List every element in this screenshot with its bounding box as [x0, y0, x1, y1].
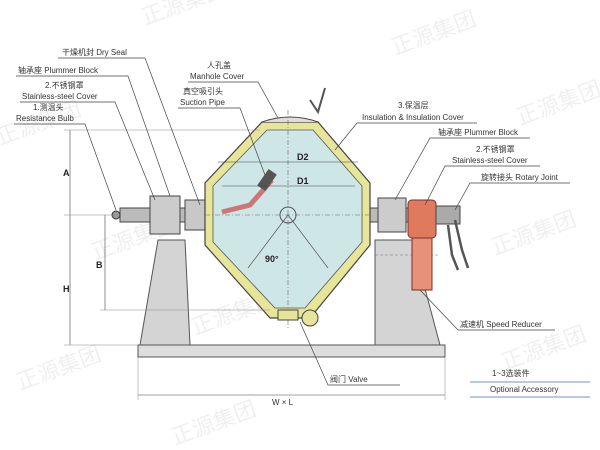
label-dry-seal: 干燥机封 Dry Seal: [62, 47, 127, 57]
svg-text:正源集团: 正源集团: [169, 397, 260, 450]
callouts-top: 人孔盖 Manhole Cover 真空吸引头 Suction Pipe: [178, 60, 279, 176]
svg-text:1~3选装件: 1~3选装件: [492, 368, 530, 378]
svg-text:正源集团: 正源集团: [514, 77, 600, 131]
right-stand: [374, 239, 441, 346]
speed-reducer: [407, 199, 461, 291]
label-speed-reducer: 减速机 Speed Reducer: [460, 319, 542, 329]
svg-text:Optional Accessory: Optional Accessory: [490, 385, 558, 394]
manhole-arm: [309, 87, 326, 115]
label-ss-cover-left-cn: 2.不锈钢罩: [45, 80, 84, 90]
left-stand: [139, 239, 191, 346]
dim-h: H: [63, 284, 70, 294]
label-valve: 阀门 Valve: [330, 374, 368, 384]
callouts-left: 干燥机封 Dry Seal 轴承座 Plummer Block 2.不锈钢罩 S…: [14, 47, 201, 211]
label-suction-en: Suction Pipe: [180, 98, 225, 107]
svg-text:正源集团: 正源集团: [139, 0, 230, 31]
svg-text:正源集团: 正源集团: [489, 207, 580, 261]
label-plummer-left: 轴承座 Plummer Block: [18, 65, 99, 75]
label-plummer-right: 轴承座 Plummer Block: [438, 127, 519, 137]
label-ss-cover-left-en: Stainless-steel Cover: [22, 92, 98, 101]
dim-a: A: [63, 168, 70, 178]
vessel-center: [279, 206, 297, 224]
base-frame: [137, 344, 446, 358]
label-rotary-joint: 旋转接头 Rotary Joint: [481, 172, 559, 182]
d2-label: D2: [297, 152, 309, 162]
right-shaft-assembly: [369, 197, 411, 233]
label-insulation-cn: 3.保温层: [398, 100, 429, 110]
svg-text:正源集团: 正源集团: [14, 342, 105, 396]
label-manhole-cn: 人孔盖: [207, 60, 231, 70]
suction-pipe: [221, 168, 277, 215]
label-manhole-en: Manhole Cover: [190, 72, 245, 81]
rotary-joint: [446, 219, 470, 271]
svg-text:正源集团: 正源集团: [389, 7, 480, 61]
dim-b: B: [96, 260, 103, 270]
valve: [277, 309, 319, 327]
d1-label: D1: [297, 176, 309, 186]
manhole-cover: [261, 116, 319, 123]
optional-accessory-note: 1~3选装件 Optional Accessory: [470, 368, 590, 398]
left-shaft-assembly: [111, 195, 211, 235]
angle-label: 90°: [265, 254, 279, 264]
label-ss-cover-right-cn: 2.不锈钢罩: [476, 144, 515, 154]
label-suction-cn: 真空吸引头: [183, 86, 223, 96]
label-ss-cover-right-en: Stainless-steel Cover: [452, 156, 528, 165]
label-bulb-en: Resistance Bulb: [16, 114, 74, 123]
label-insulation-en: Insulation & Insulation Cover: [362, 113, 464, 122]
dim-wl: W × L: [272, 398, 294, 407]
callouts-right: 3.保温层 Insulation & Insulation Cover 轴承座 …: [299, 100, 570, 386]
label-bulb-cn: 1.测温头: [33, 102, 64, 112]
